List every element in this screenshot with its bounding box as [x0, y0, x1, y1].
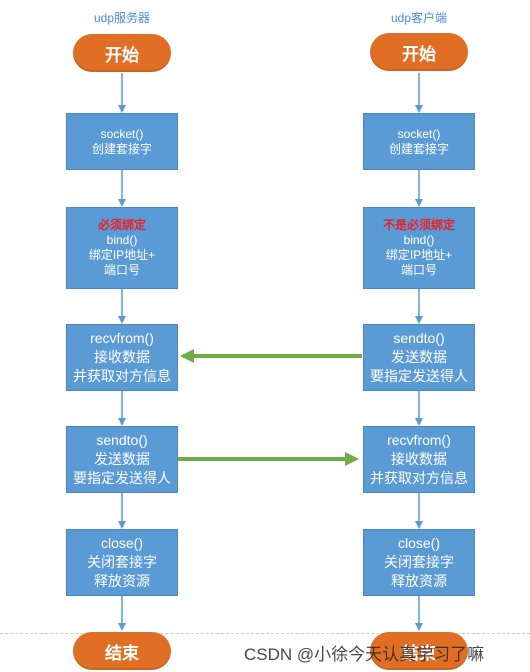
step-line: sendto()	[96, 432, 148, 448]
client-socket-step: socket() 创建套接字	[363, 113, 475, 170]
step-line: 端口号	[400, 263, 437, 277]
step-line: socket()	[100, 126, 144, 141]
step-line: 绑定IP地址+	[88, 248, 156, 262]
server-column-title: udp服务器	[93, 11, 151, 25]
step-line: 关闭套接字	[87, 554, 157, 570]
step-line: recvfrom()	[90, 330, 154, 346]
step-line: close()	[100, 535, 143, 551]
server-socket-step: socket() 创建套接字	[66, 113, 178, 170]
server-bind-step: 必须绑定 bind() 绑定IP地址+ 端口号	[66, 207, 178, 289]
step-line: 发送数据	[391, 349, 447, 365]
page-divider	[0, 633, 530, 634]
step-line: 释放资源	[391, 573, 447, 589]
step-line: 端口号	[103, 263, 140, 277]
csdn-watermark: CSDN @小徐今天认真学习了嘛	[244, 645, 485, 664]
client-end-node: 结束	[370, 632, 468, 670]
step-line: 创建套接字	[388, 141, 449, 156]
client-start-node: 开始	[370, 33, 468, 71]
step-line: 并获取对方信息	[370, 470, 468, 486]
step-line: 并获取对方信息	[73, 368, 171, 384]
step-line: close()	[397, 535, 440, 551]
client-recvfrom-step: recvfrom() 接收数据 并获取对方信息	[363, 426, 475, 493]
client-sendto-step: sendto() 发送数据 要指定发送得人	[363, 324, 475, 391]
server-end-node: 结束	[73, 632, 171, 670]
server-sendto-step: sendto() 发送数据 要指定发送得人	[66, 426, 178, 493]
server-bind-required-label: 必须绑定	[97, 218, 146, 232]
server-recvfrom-step: recvfrom() 接收数据 并获取对方信息	[66, 324, 178, 391]
step-line: 创建套接字	[91, 141, 152, 156]
step-line: 要指定发送得人	[370, 368, 468, 384]
step-line: bind()	[106, 233, 138, 247]
step-line: 绑定IP地址+	[385, 248, 453, 262]
step-line: recvfrom()	[387, 432, 451, 448]
client-column-title: udp客户端	[390, 11, 448, 25]
step-line: socket()	[397, 126, 441, 141]
step-line: 关闭套接字	[384, 554, 454, 570]
server-start-node: 开始	[73, 34, 171, 72]
step-line: bind()	[403, 233, 435, 247]
server-close-step: close() 关闭套接字 释放资源	[66, 529, 178, 596]
step-line: 接收数据	[391, 451, 447, 467]
step-line: 释放资源	[94, 573, 150, 589]
step-line: 要指定发送得人	[73, 470, 171, 486]
step-line: 接收数据	[94, 349, 150, 365]
client-bind-step: 不是必须绑定 bind() 绑定IP地址+ 端口号	[363, 207, 475, 289]
step-line: sendto()	[393, 330, 445, 346]
client-bind-optional-label: 不是必须绑定	[382, 218, 455, 232]
client-close-step: close() 关闭套接字 释放资源	[363, 529, 475, 596]
step-line: 发送数据	[94, 451, 150, 467]
